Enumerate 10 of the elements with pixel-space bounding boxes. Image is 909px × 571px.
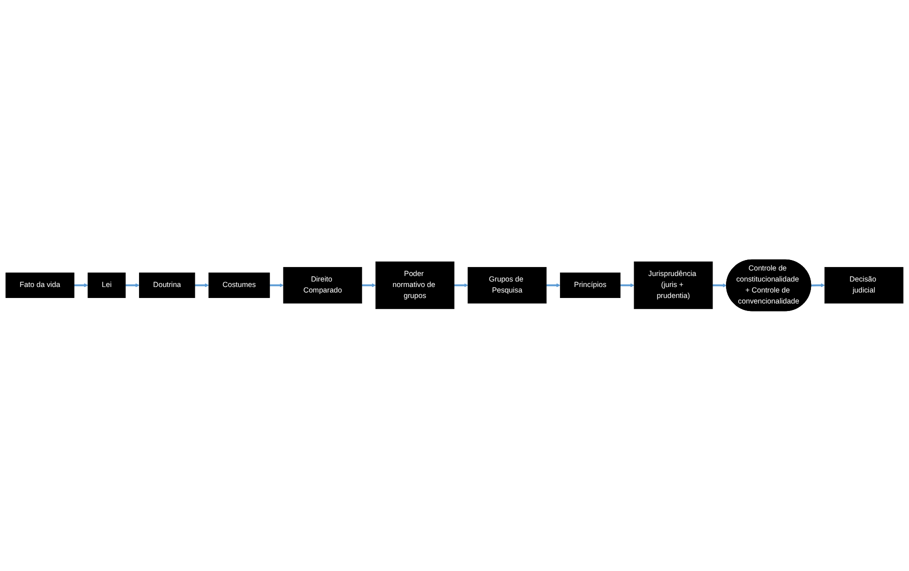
arrow bbox=[194, 283, 209, 288]
arrow bbox=[454, 283, 468, 288]
arrow bbox=[712, 284, 727, 288]
arrow bbox=[546, 283, 560, 288]
arrow bbox=[270, 283, 284, 288]
arrow bbox=[74, 283, 88, 288]
arrow bbox=[811, 283, 825, 288]
arrow bbox=[620, 283, 634, 288]
arrow bbox=[126, 283, 140, 288]
arrow bbox=[362, 283, 376, 288]
